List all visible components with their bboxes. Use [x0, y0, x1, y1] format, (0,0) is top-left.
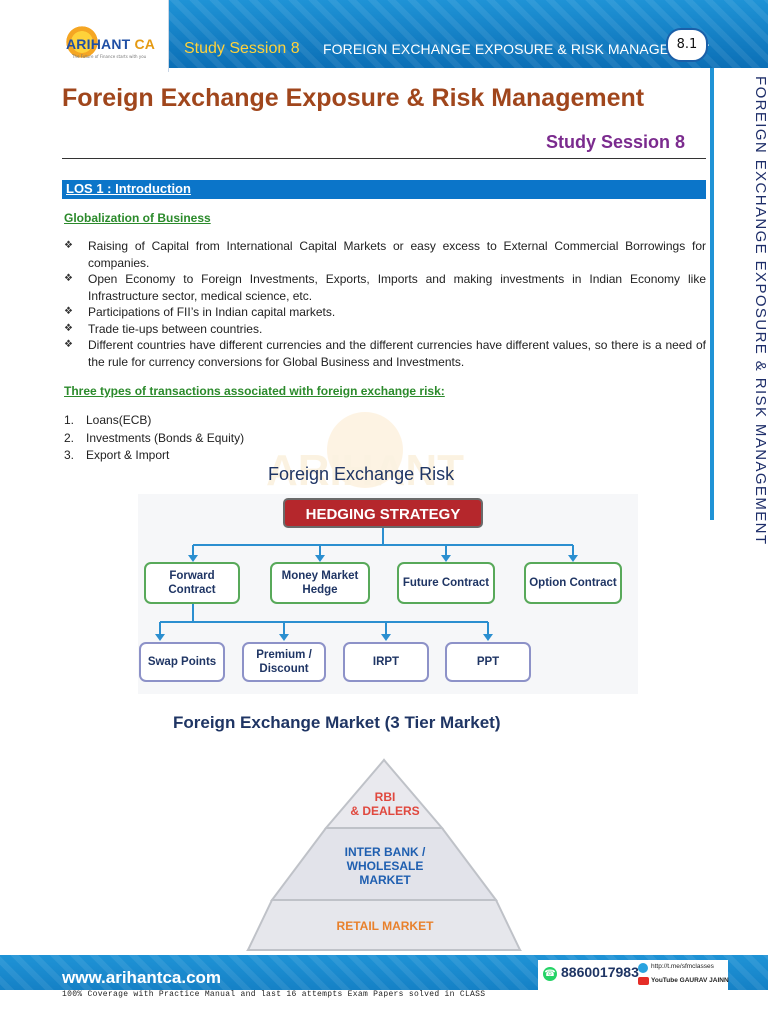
tier-rbi-dealers: RBI & DEALERS: [350, 790, 420, 818]
youtube-icon: [638, 977, 649, 985]
logo: ARIHANT CA: [66, 36, 155, 52]
list-item: Participations of FII’s in Indian capita…: [64, 304, 706, 321]
premium-discount-node: Premium / Discount: [242, 642, 326, 682]
page-title: Foreign Exchange Exposure & Risk Managem…: [62, 84, 645, 112]
list-text: Export & Import: [86, 448, 170, 462]
header-title: FOREIGN EXCHANGE EXPOSURE & RISK MANAGEM…: [323, 41, 710, 57]
list-text: Loans(ECB): [86, 413, 152, 427]
side-tab-text: FOREIGN EXCHANGE EXPOSURE & RISK MANAGEM…: [752, 76, 768, 546]
watermark-text: ARIHANT: [266, 446, 464, 495]
logo-text: ARIHANT: [66, 36, 131, 52]
hedging-connectors: [155, 528, 578, 641]
footer-website-link[interactable]: www.arihantca.com: [62, 968, 222, 987]
list-item: Trade tie-ups between countries.: [64, 321, 706, 338]
pyramid-tier-bottom: [246, 899, 522, 951]
list-number: 2.: [64, 430, 75, 445]
ppt-node: PPT: [445, 642, 531, 682]
title-divider: [62, 158, 706, 159]
transaction-types-heading: Three types of transactions associated w…: [64, 384, 445, 398]
telegram-link[interactable]: http://t.me/sfmclasses: [651, 963, 714, 970]
future-contract-node: Future Contract: [397, 562, 495, 604]
hedging-strategy-node: HEDGING STRATEGY: [283, 498, 483, 528]
tier-interbank-wholesale: INTER BANK / WHOLESALE MARKET: [344, 845, 426, 887]
page-number: 8.1: [666, 28, 708, 62]
list-item: Raising of Capital from International Ca…: [64, 238, 706, 271]
logo-tagline: The Future of Finance starts with you: [72, 54, 147, 59]
bullet-list: Raising of Capital from International Ca…: [64, 238, 706, 370]
header-session: Study Session 8: [184, 40, 300, 57]
globalization-heading: Globalization of Business: [64, 211, 211, 225]
list-number: 3.: [64, 448, 75, 462]
list-item: 3. Export & Import: [64, 447, 244, 465]
footer-note-strip: [0, 990, 768, 1024]
watermark-logo: ARIHANT: [266, 412, 464, 495]
list-item: 2. Investments (Bonds & Equity): [64, 430, 244, 448]
telegram-icon: [638, 963, 648, 973]
list-item: 1. Loans(ECB): [64, 412, 244, 430]
list-item: Open Economy to Foreign Investments, Exp…: [64, 271, 706, 304]
phone-number[interactable]: 8860017983: [561, 964, 639, 980]
contact-panel: [538, 960, 728, 990]
sun-logo-icon: [62, 22, 102, 62]
irpt-node: IRPT: [343, 642, 429, 682]
los-heading: LOS 1 : Introduction: [66, 181, 191, 196]
swap-points-node: Swap Points: [139, 642, 225, 682]
whatsapp-icon: ☎: [543, 967, 557, 981]
youtube-link[interactable]: YouTube GAURAV JAINN: [651, 977, 729, 984]
option-contract-node: Option Contract: [524, 562, 622, 604]
market-diagram-title: Foreign Exchange Market (3 Tier Market): [173, 713, 501, 732]
los-bar: [62, 180, 706, 199]
transaction-types-list: 1. Loans(ECB) 2. Investments (Bonds & Equi…: [64, 412, 244, 465]
side-tab: [710, 68, 768, 520]
list-text: Investments (Bonds & Equity): [86, 430, 245, 445]
page-subtitle: Study Session 8: [546, 132, 686, 152]
hedging-diagram-title: Foreign Exchange Risk: [268, 464, 455, 484]
logo-text-ca: CA: [134, 36, 156, 52]
three-tier-pyramid: [246, 758, 522, 951]
tier-retail-market: RETAIL MARKET: [336, 919, 434, 933]
list-number: 1.: [64, 413, 75, 427]
forward-contract-node: Forward Contract: [144, 562, 240, 604]
money-market-hedge-node: Money Market Hedge: [270, 562, 370, 604]
footer-note: 100% Coverage with Practice Manual and l…: [62, 990, 486, 999]
list-item: Different countries have different curre…: [64, 337, 706, 370]
